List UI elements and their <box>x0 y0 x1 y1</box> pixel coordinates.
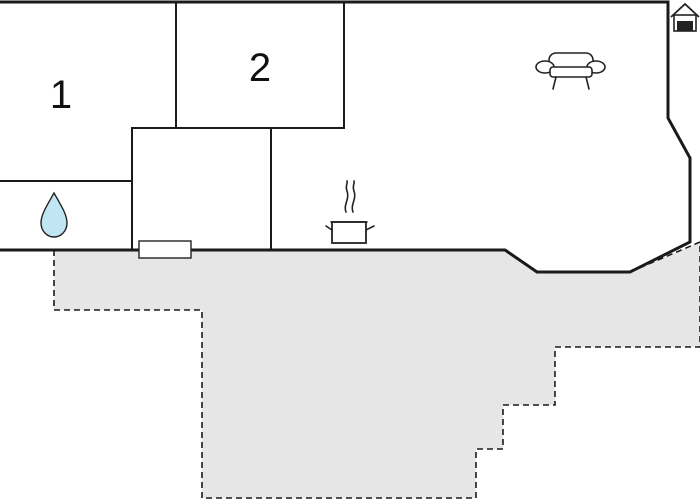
house-entrance-icon <box>670 2 700 32</box>
room-1-label: 1 <box>50 73 72 117</box>
sofa-icon <box>535 52 606 90</box>
room-2-label: 2 <box>249 46 271 90</box>
water-drop-icon <box>40 191 68 238</box>
terrace-area <box>53 241 700 499</box>
interior-walls <box>0 1 345 251</box>
outer-wall <box>0 0 692 274</box>
cooking-pot-icon <box>325 180 375 244</box>
window-icon <box>138 240 192 259</box>
building-interior <box>0 2 690 272</box>
